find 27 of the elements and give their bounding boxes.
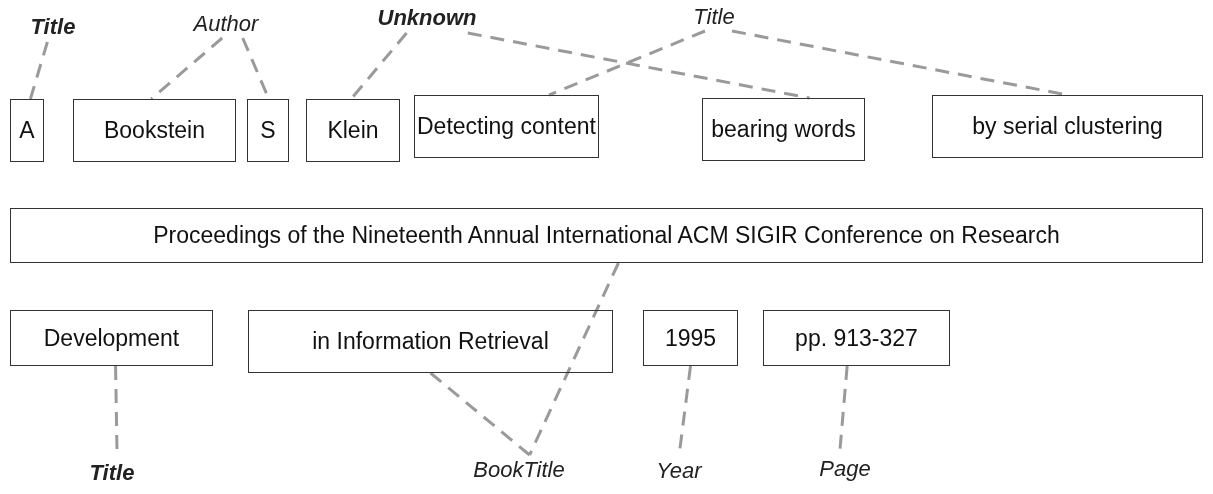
leader-line (467, 31, 810, 100)
field-label: Title (30, 14, 76, 40)
text-box: in Information Retrieval (248, 310, 613, 373)
leader-line (548, 29, 706, 97)
text-box: Klein (306, 99, 400, 162)
leader-line (528, 262, 620, 456)
leader-line (429, 371, 531, 457)
text-box: A (10, 99, 44, 162)
text-box: Bookstein (73, 99, 236, 162)
text-box: Proceedings of the Nineteenth Annual International ACM SIGIR Conference on Research (10, 208, 1203, 263)
text-box: 1995 (643, 310, 738, 366)
field-label: Title (693, 4, 735, 30)
field-label: Year (656, 458, 702, 484)
text-box: bearing words (702, 98, 865, 161)
field-label: Author (193, 11, 259, 37)
leader-line (349, 32, 408, 100)
text-box: Detecting content (414, 95, 599, 158)
text-box: by serial clustering (932, 95, 1203, 158)
text-box: Development (10, 310, 213, 366)
field-label: Unknown (377, 5, 477, 31)
text-box: S (247, 99, 289, 162)
leader-line (150, 36, 224, 101)
field-label: Page (819, 456, 871, 482)
leader-line (28, 41, 49, 100)
field-label: Title (89, 460, 135, 486)
field-label: BookTitle (473, 457, 565, 483)
text-box: pp. 913-327 (763, 310, 950, 366)
